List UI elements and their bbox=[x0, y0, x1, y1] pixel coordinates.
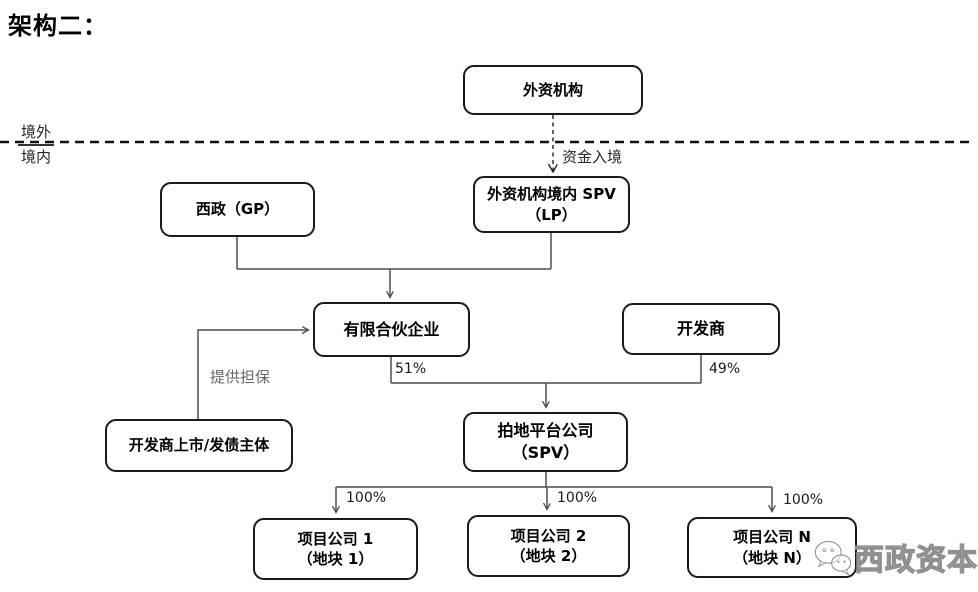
guarantee-connector bbox=[197, 330, 308, 419]
edge-label-49pct: 49% bbox=[709, 361, 741, 377]
node-developer: 开发商 bbox=[622, 303, 780, 355]
edge-label-100pct-2: 100% bbox=[557, 490, 598, 506]
node-label: 开发商 bbox=[676, 319, 725, 339]
node-label-line1: 项目公司 1 bbox=[297, 529, 374, 548]
edge-label-guarantee: 提供担保 bbox=[210, 368, 271, 386]
node-land-platform-spv: 拍地平台公司 （SPV） bbox=[463, 412, 628, 472]
node-label: 外资机构 bbox=[522, 80, 583, 99]
node-limited-partnership: 有限合伙企业 bbox=[313, 302, 470, 357]
node-xizheng-gp: 西政（GP） bbox=[160, 182, 315, 237]
node-label-line2: （地块 N） bbox=[733, 548, 811, 567]
node-label: 开发商上市/发债主体 bbox=[128, 436, 270, 455]
edge-label-100pct-3: 100% bbox=[783, 492, 824, 508]
node-project-company-2: 项目公司 2 （地块 2） bbox=[467, 515, 630, 577]
node-project-company-1: 项目公司 1 （地块 1） bbox=[253, 518, 418, 580]
node-label-line1: 拍地平台公司 bbox=[497, 421, 594, 441]
region-label-offshore: 境外 bbox=[18, 121, 55, 146]
region-label-onshore: 境内 bbox=[21, 148, 52, 166]
node-developer-listed-entity: 开发商上市/发债主体 bbox=[105, 419, 293, 472]
edge-label-capital-inbound: 资金入境 bbox=[562, 148, 623, 166]
node-label-line1: 项目公司 N bbox=[733, 528, 811, 547]
node-project-company-n: 项目公司 N （地块 N） bbox=[687, 517, 857, 578]
page-title: 架构二： bbox=[8, 11, 108, 40]
node-label-line2: （地块 2） bbox=[510, 547, 587, 565]
node-foreign-institution: 外资机构 bbox=[463, 65, 643, 115]
node-label: 有限合伙企业 bbox=[343, 319, 440, 339]
node-label-line2: （地块 1） bbox=[297, 550, 374, 568]
node-label-line1: 外资机构境内 SPV bbox=[487, 185, 616, 204]
edge-label-100pct-1: 100% bbox=[346, 490, 387, 506]
node-label: 西政（GP） bbox=[195, 200, 280, 219]
node-domestic-spv: 外资机构境内 SPV （LP） bbox=[473, 176, 630, 233]
node-label-line2: （LP） bbox=[526, 205, 577, 224]
node-label-line2: （SPV） bbox=[511, 443, 580, 462]
node-label-line1: 项目公司 2 bbox=[510, 526, 587, 545]
edge-label-51pct: 51% bbox=[395, 361, 427, 377]
